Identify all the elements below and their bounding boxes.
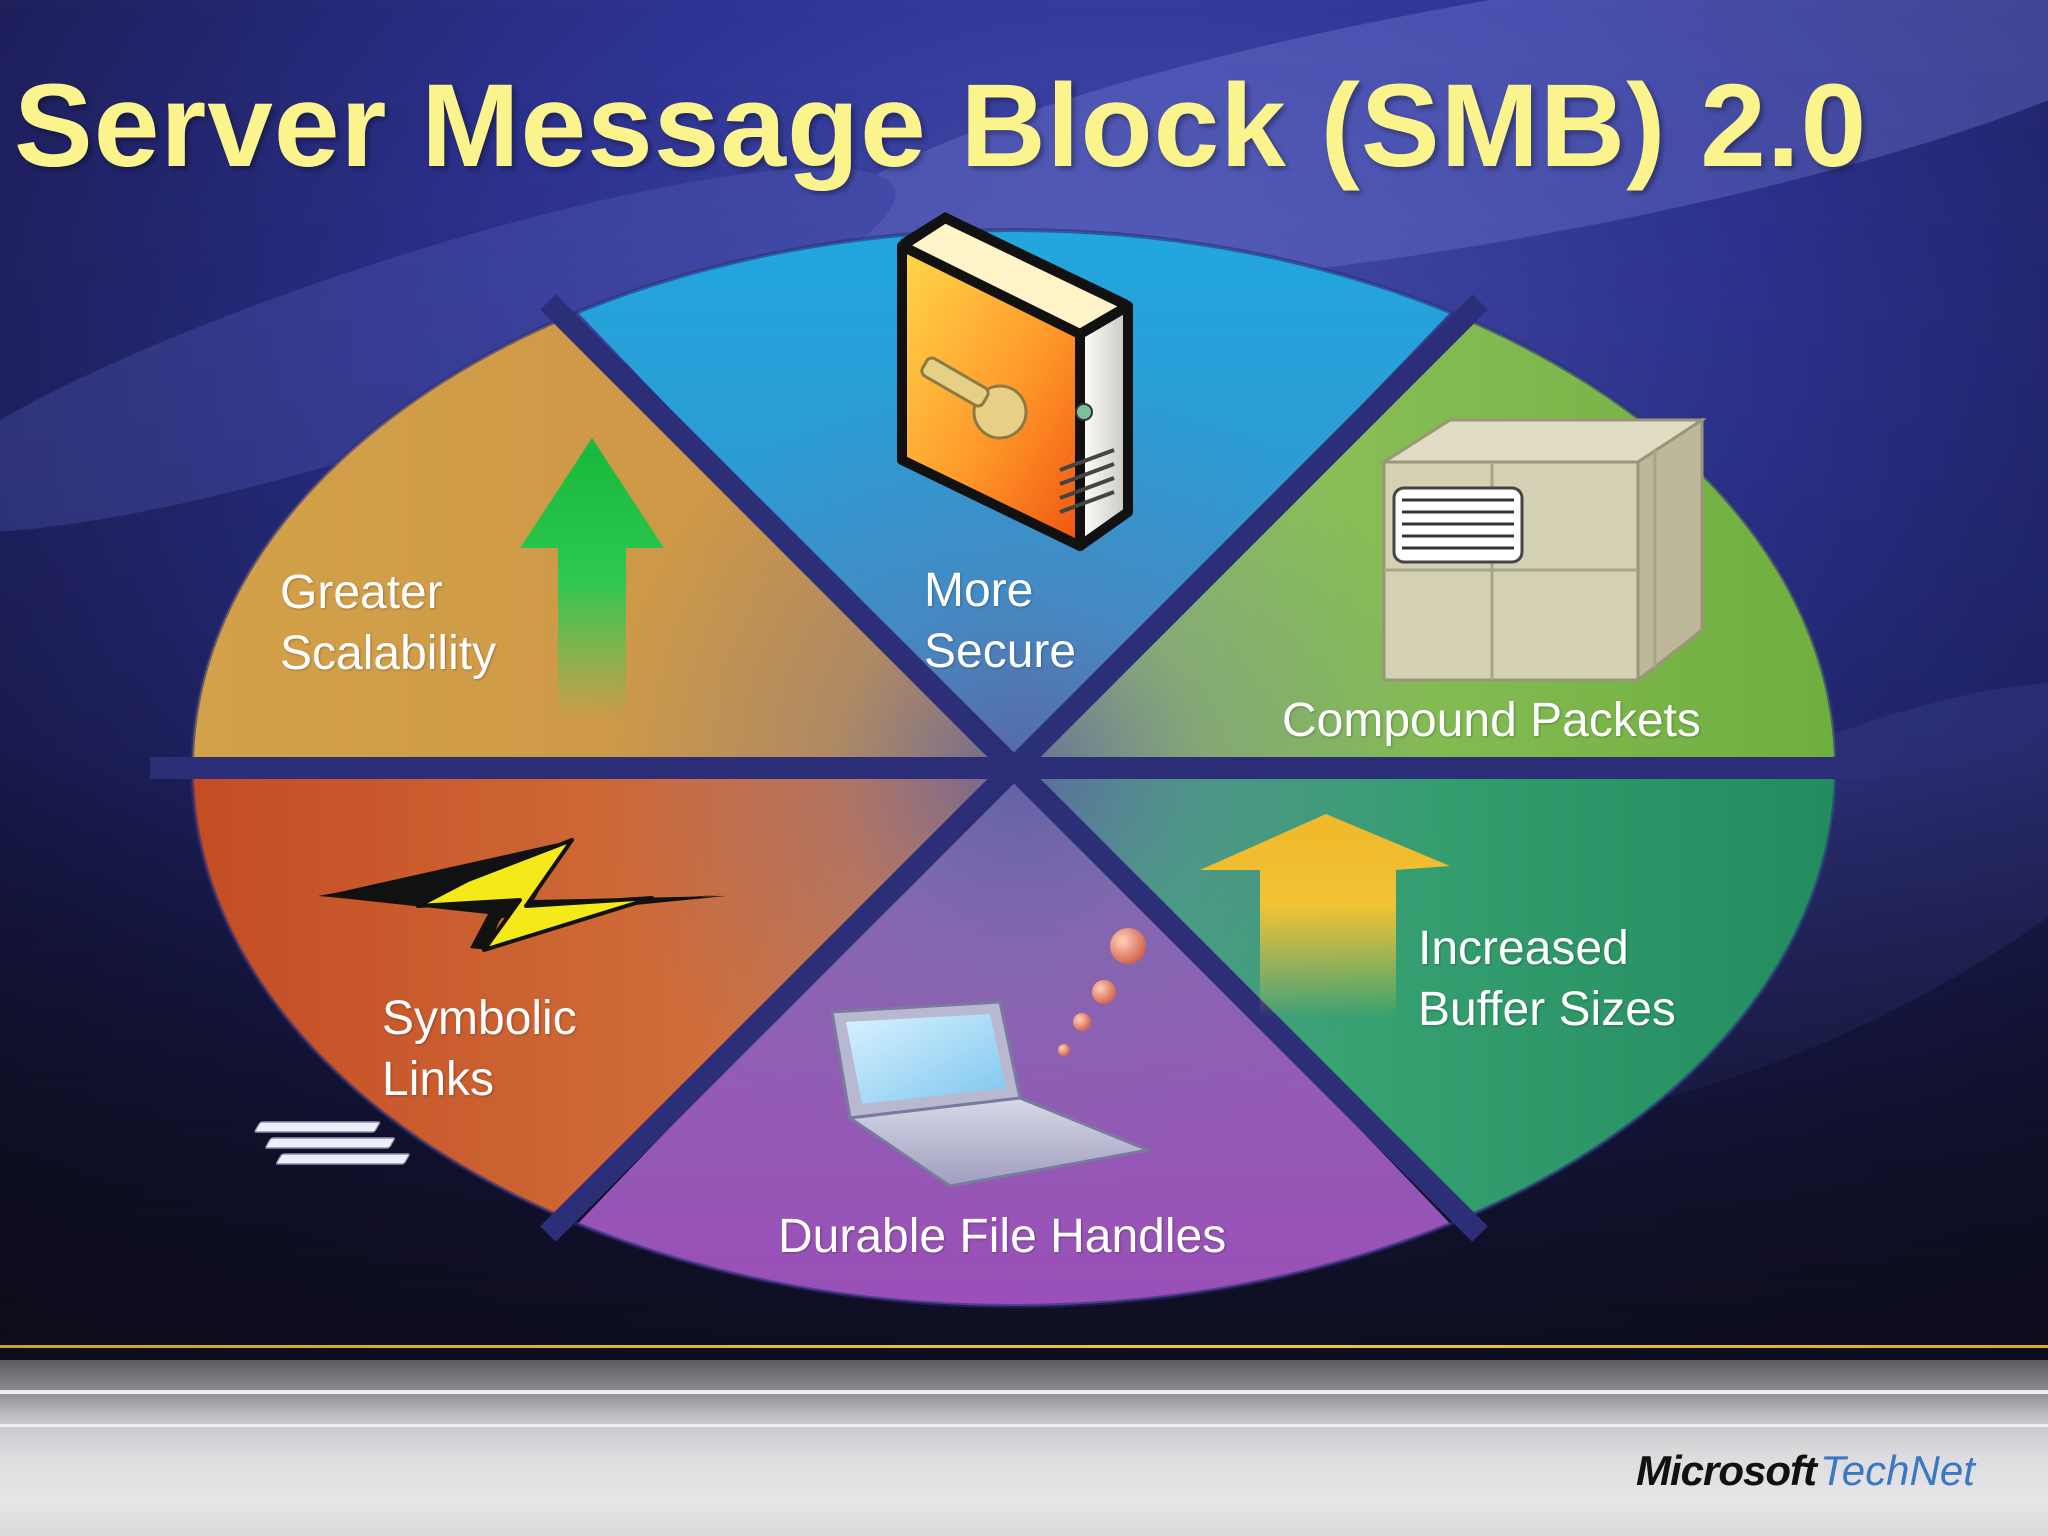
server-with-key-icon — [897, 212, 1133, 551]
green-up-arrow-icon — [520, 438, 664, 720]
label-line: Buffer Sizes — [1418, 983, 1676, 1036]
label-symbolic-links: Symbolic Links — [382, 988, 577, 1110]
label-more-secure: More Secure — [924, 560, 1076, 682]
footer-rule — [0, 1345, 2048, 1348]
label-line: Greater — [280, 566, 443, 619]
label-line: Scalability — [280, 627, 497, 680]
footer-highlight — [0, 1424, 2048, 1427]
footer-highlight — [0, 1390, 2048, 1394]
label-line: More — [924, 564, 1034, 617]
footer-band — [0, 1360, 2048, 1536]
slide-title: Server Message Block (SMB) 2.0 — [14, 60, 1868, 192]
label-durable-file-handles: Durable File Handles — [778, 1206, 1226, 1267]
label-line: Compound Packets — [1282, 694, 1701, 747]
microsoft-technet-logo: MicrosoftTechNet — [1636, 1447, 1975, 1495]
yellow-up-arrow-icon — [1200, 814, 1450, 1018]
lightning-link-icon — [318, 838, 728, 952]
label-greater-scalability: Greater Scalability — [280, 562, 496, 684]
label-line: Durable File Handles — [778, 1210, 1227, 1263]
package-box-icon — [1378, 417, 1708, 684]
label-compound-packets: Compound Packets — [1282, 690, 1701, 751]
label-line: Increased — [1418, 922, 1629, 975]
laptop-icon — [254, 928, 1154, 1188]
brand-primary: Microsoft — [1636, 1447, 1817, 1494]
brand-secondary: TechNet — [1820, 1447, 1975, 1494]
label-line: Symbolic — [382, 992, 577, 1045]
label-line: Secure — [924, 625, 1077, 678]
segment-dividers — [150, 294, 1880, 1242]
label-increased-buffer-sizes: Increased Buffer Sizes — [1418, 918, 1676, 1040]
label-line: Links — [382, 1053, 495, 1106]
